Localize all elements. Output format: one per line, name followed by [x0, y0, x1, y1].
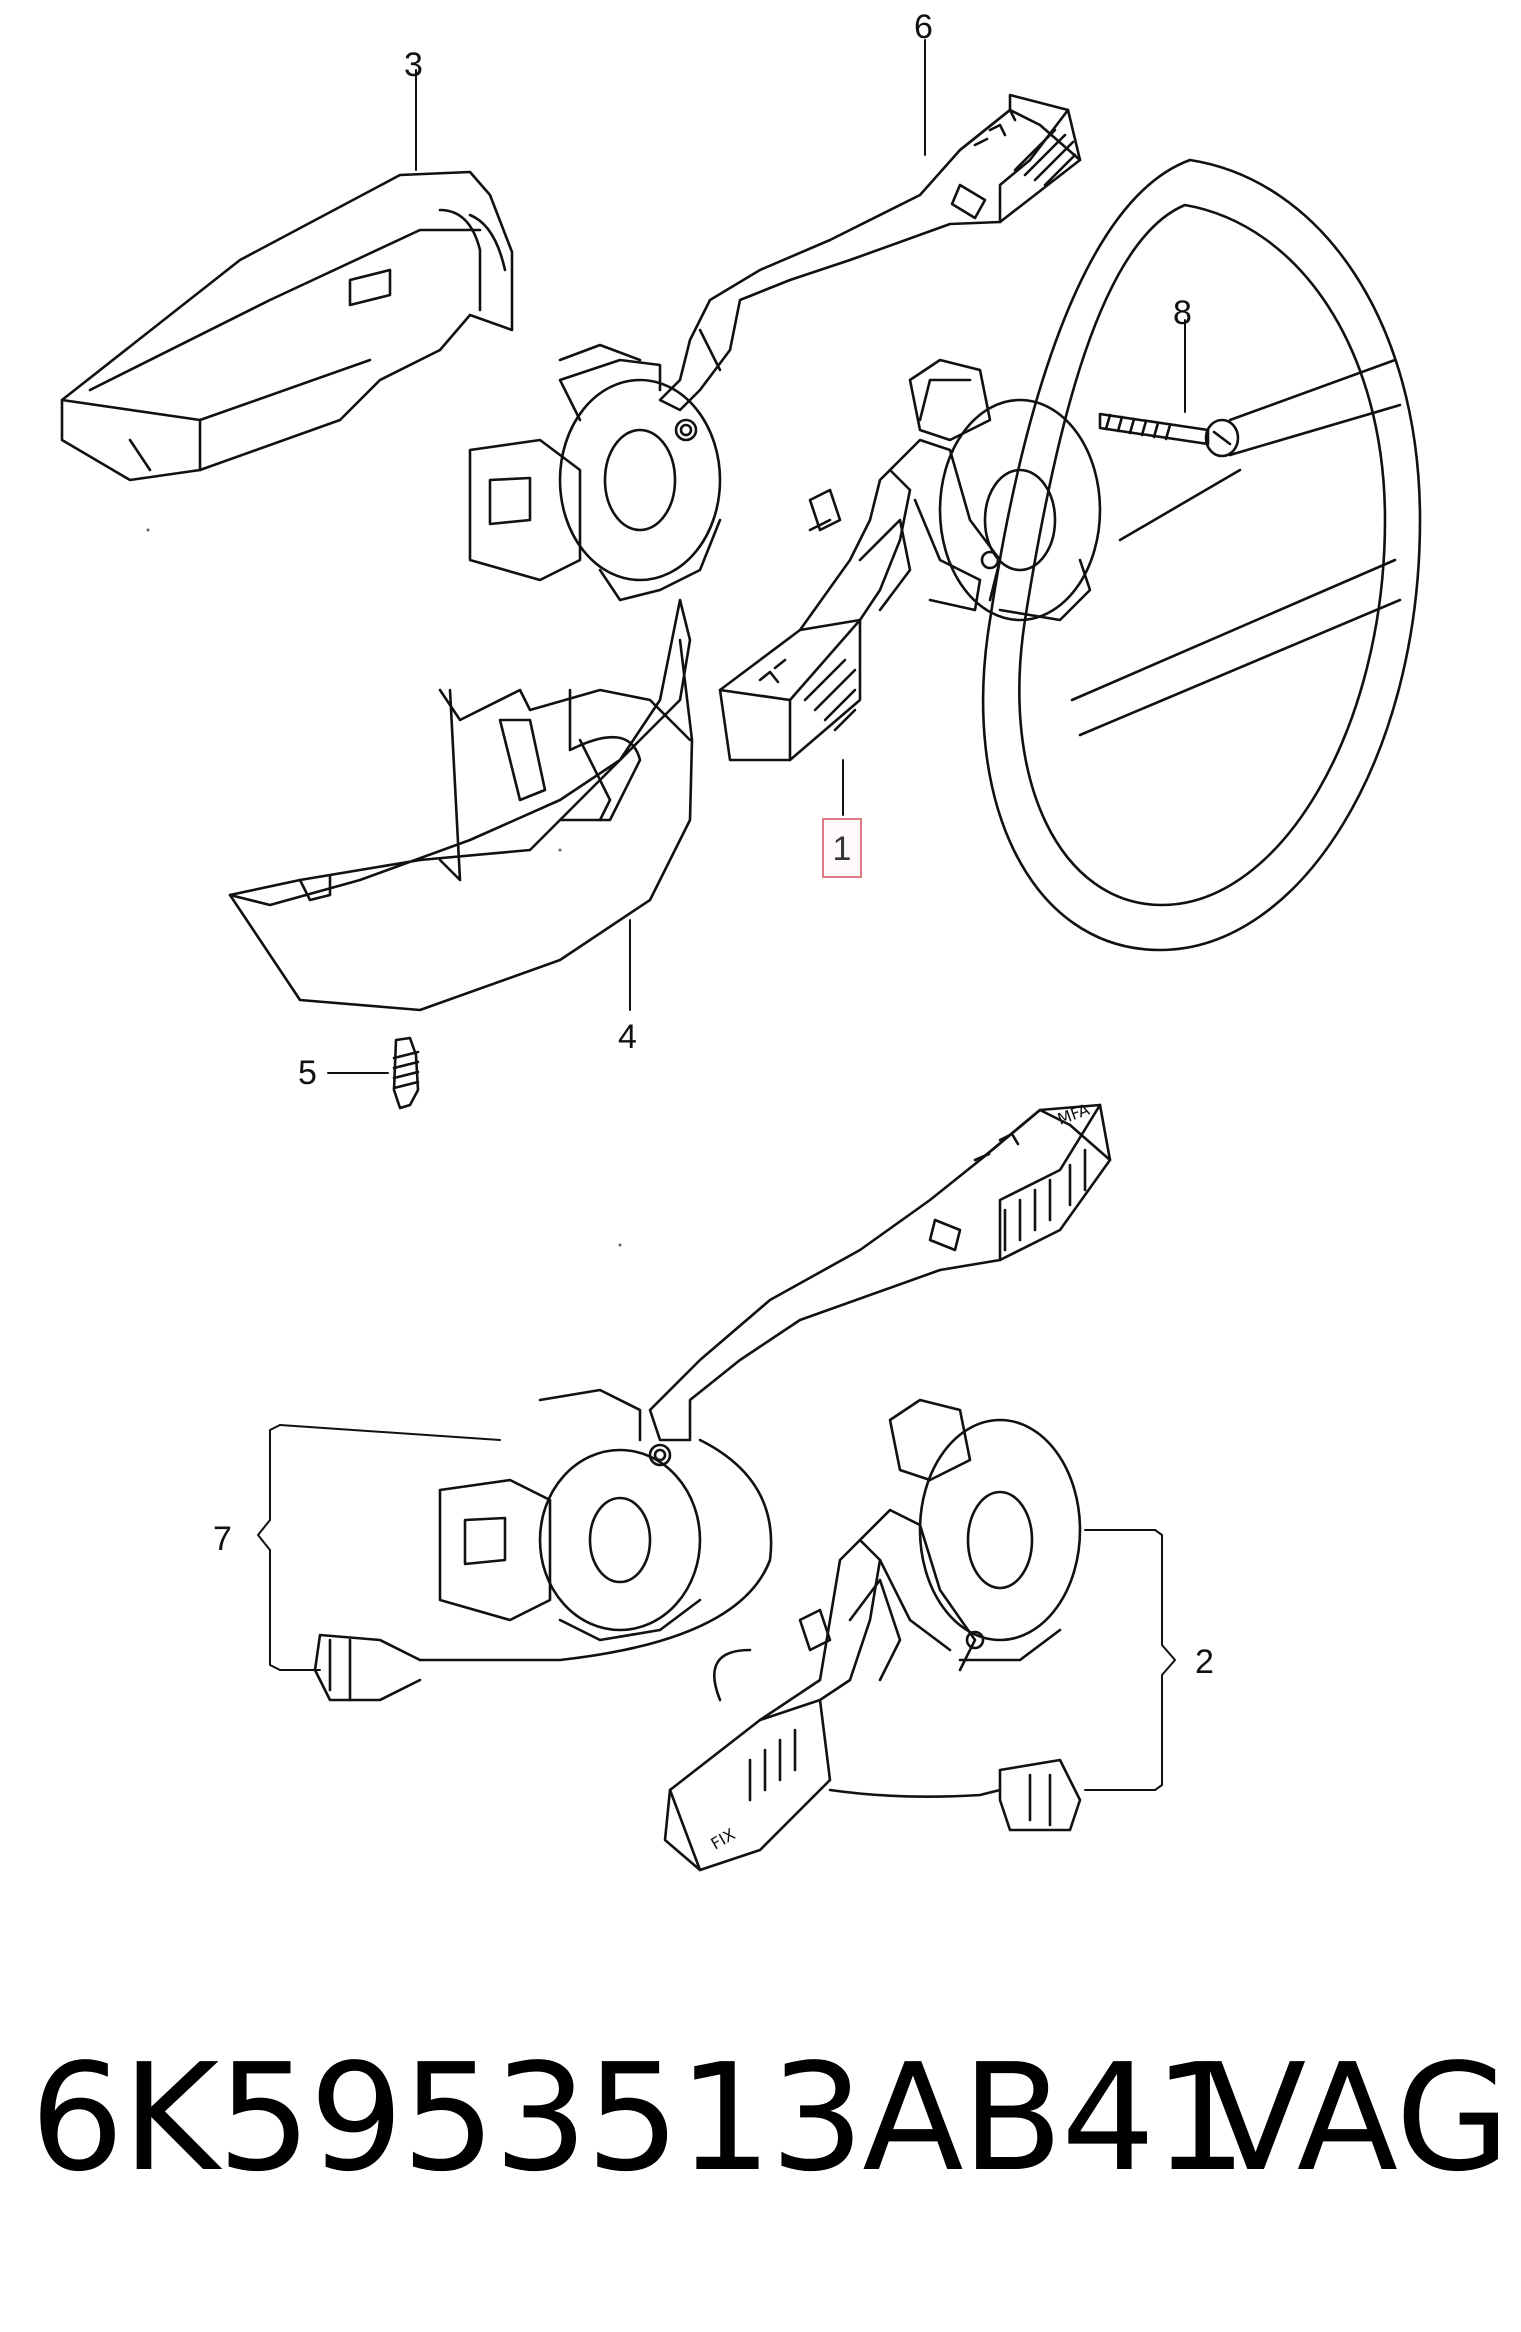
turn-signal-switch-part-1 — [720, 360, 1100, 815]
callout-2[interactable]: 2 — [1195, 1643, 1214, 1681]
wiper-switch-part-6 — [470, 40, 1080, 600]
turn-signal-switch-fix-assembly — [665, 1400, 1175, 1870]
screw-part-5 — [328, 1038, 418, 1108]
callout-8[interactable]: 8 — [1173, 294, 1192, 332]
callout-3[interactable]: 3 — [404, 46, 423, 84]
steering-wheel — [983, 160, 1420, 950]
callout-7[interactable]: 7 — [213, 1520, 232, 1558]
part-caption: 6K5953513AB41 VAG — [30, 2030, 1510, 2230]
mfa-mark: MFA — [1055, 1100, 1092, 1129]
fix-mark: FIX — [708, 1825, 739, 1854]
part-number: 6K5953513AB41 — [30, 2032, 1247, 2204]
exploded-parts-diagram: MFA FIX 1 2 3 4 5 6 7 8 — [0, 8, 1521, 1960]
bolt-part-8 — [1100, 320, 1238, 456]
callout-1-highlighted[interactable]: 1 — [822, 818, 862, 878]
callout-6[interactable]: 6 — [914, 8, 933, 46]
upper-shroud-part-3 — [62, 70, 512, 480]
manufacturer-name: VAG — [1205, 2032, 1511, 2204]
callout-4[interactable]: 4 — [618, 1018, 637, 1056]
lower-shroud-part-4 — [230, 600, 692, 1010]
wiper-switch-mfa-assembly — [258, 1105, 1110, 1700]
callout-5[interactable]: 5 — [298, 1054, 317, 1092]
